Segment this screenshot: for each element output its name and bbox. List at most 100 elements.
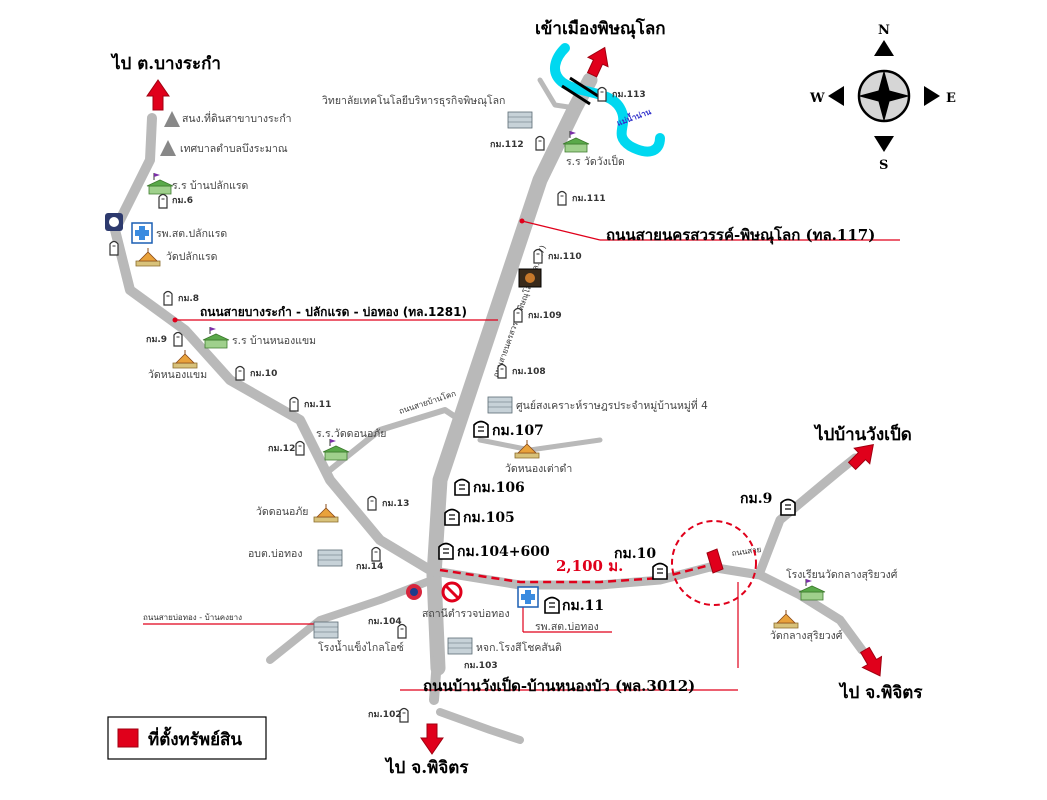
red-arrow-icon	[146, 79, 170, 111]
km-13: กม.13	[382, 499, 409, 509]
building-icon	[313, 621, 339, 639]
south-east-road	[436, 708, 524, 744]
km-102: กม.102	[368, 710, 402, 720]
temple-icon	[135, 247, 161, 267]
poi-wat-donaphai: วัดดอนอภัย	[256, 506, 308, 518]
property-highlight-circle	[671, 520, 757, 606]
road3012-label: ถนนบ้านวังเป็ด-บ้านหนองบัว (พล.3012)	[423, 676, 695, 695]
building-icon	[317, 549, 343, 567]
dest-southeast-label: ไป จ.พิจิตร	[838, 682, 923, 703]
police-icon	[406, 584, 422, 600]
km-post-icon	[454, 478, 470, 496]
km-112: กม.112	[490, 140, 524, 150]
distance-dashed-line	[439, 564, 707, 584]
building-icon	[487, 396, 513, 414]
college-road	[537, 77, 578, 111]
poi-college: วิทยาลัยเทคโนโลยีบริหารธุรกิจพิษณุโลก	[322, 94, 505, 107]
poi-school-nongkhaem: ร.ร บ้านหนองแขม	[232, 335, 316, 347]
poi-school-plakraet: ร.ร บ้านปลักแรด	[172, 180, 248, 192]
km-post-icon	[780, 498, 796, 516]
compass-s: S	[879, 158, 888, 173]
km-post-icon	[652, 562, 668, 580]
compass-e: E	[946, 91, 956, 106]
temple-icon	[313, 503, 339, 523]
km-107: กม.107	[492, 423, 544, 439]
compass-icon	[828, 40, 940, 152]
emblem-icon	[160, 140, 176, 156]
building-icon	[507, 111, 533, 129]
km-8: กม.8	[178, 294, 199, 304]
road-3012	[435, 562, 867, 655]
side-road-east	[477, 437, 603, 453]
km-post-icon	[533, 248, 543, 264]
legend-label: ที่ตั้งทรัพย์สิน	[148, 726, 242, 750]
poi-municipality: เทศบาลตำบลบึงระมาณ	[180, 143, 288, 155]
compass-w: W	[809, 91, 825, 106]
km-113: กม.113	[612, 90, 646, 100]
km-9-west: กม.9	[146, 335, 167, 345]
km-105: กม.105	[463, 510, 515, 526]
dest-northwest-label: ไป ต.บางระกำ	[110, 53, 221, 74]
landmark-icon	[518, 268, 542, 288]
km-post-icon	[497, 363, 507, 379]
km-111: กม.111	[572, 194, 606, 204]
km-post-icon	[235, 365, 245, 381]
poi-hospital-botong: รพ.สต.บ่อทอง	[535, 621, 599, 633]
school-icon	[322, 438, 350, 461]
poi-wat-nongtaodam: วัดหนองเต่าดำ	[505, 463, 572, 475]
road1281-leader-dot	[172, 317, 178, 323]
compass-n: N	[878, 23, 890, 38]
km-post-icon	[173, 331, 183, 347]
km-106: กม.106	[473, 480, 525, 496]
km-103: กม.103	[464, 661, 498, 671]
bridge-icon	[561, 76, 599, 106]
road117-leader-dot	[519, 218, 525, 224]
east-road-label: ถนนสาย	[731, 545, 762, 558]
km-12: กม.12	[268, 444, 295, 454]
poi-school-wangped: ร.ร วัดวังเป็ด	[566, 154, 625, 168]
poi-wat-plakraet: วัดปลักแรด	[166, 251, 217, 263]
km-11-east: กม.11	[562, 598, 604, 614]
km-9-east: กม.9	[740, 491, 772, 507]
poi-wat-klang: วัดกลางสุริยวงศ์	[770, 629, 843, 642]
legend-box: ที่ตั้งทรัพย์สิน	[107, 716, 267, 760]
school-icon	[798, 578, 826, 601]
school-icon	[202, 326, 230, 349]
km-post-icon	[289, 396, 299, 412]
hospital-cross-icon	[517, 586, 539, 608]
roads-layer	[110, 72, 867, 744]
km-post-icon	[163, 290, 173, 306]
km-6: กม.6	[172, 196, 193, 206]
highway-117-south-road	[429, 655, 442, 705]
highway117-label: ถนนสายนครสวรรค์-พิษณุโลก (ทล.117)	[606, 225, 875, 245]
km-post-icon	[535, 135, 545, 151]
red-arrow-icon	[420, 723, 444, 755]
road-1281	[110, 113, 435, 575]
km-post-icon	[597, 86, 607, 102]
east-branch-road	[755, 453, 860, 577]
km-post-icon	[544, 596, 560, 614]
km-108: กม.108	[512, 367, 546, 377]
nan-river	[550, 43, 665, 157]
km-post-icon	[557, 190, 567, 206]
poi-school-donaphai: ร.ร.วัดดอนอภัย	[316, 428, 386, 440]
road1281-label: ถนนสายบางระกำ - ปลักแรด - บ่อทอง (ทล.128…	[200, 305, 467, 319]
km-post-icon	[109, 240, 119, 256]
temple-icon	[773, 609, 799, 629]
km-post-icon	[367, 495, 377, 511]
dest-south-label: ไป จ.พิจิตร	[384, 757, 469, 778]
km-10-west: กม.10	[250, 369, 277, 379]
school-icon	[146, 172, 174, 195]
poi-ice-factory: โรงน้ำแข็งไกลโอซ์	[318, 640, 404, 654]
poi-hospital-plakraet: รพ.สต.ปลักแรด	[156, 228, 227, 240]
shield-icon	[105, 213, 123, 231]
km-post-icon	[513, 307, 523, 323]
poi-rice-mill: หจก.โรงสีโชคสันติ	[476, 641, 562, 654]
botong-road-label: ถนนสายบ่อทอง - บ้านคงยาง	[143, 613, 242, 622]
km-10-east: กม.10	[614, 546, 656, 562]
poi-center: ศูนย์สงเคราะห์ราษฎรประจำหมู่บ้านหมู่ที่ …	[516, 398, 708, 412]
km-post-icon	[158, 193, 168, 209]
poi-obt-botong: อบต.บ่อทอง	[248, 548, 302, 560]
km-14: กม.14	[356, 562, 383, 572]
